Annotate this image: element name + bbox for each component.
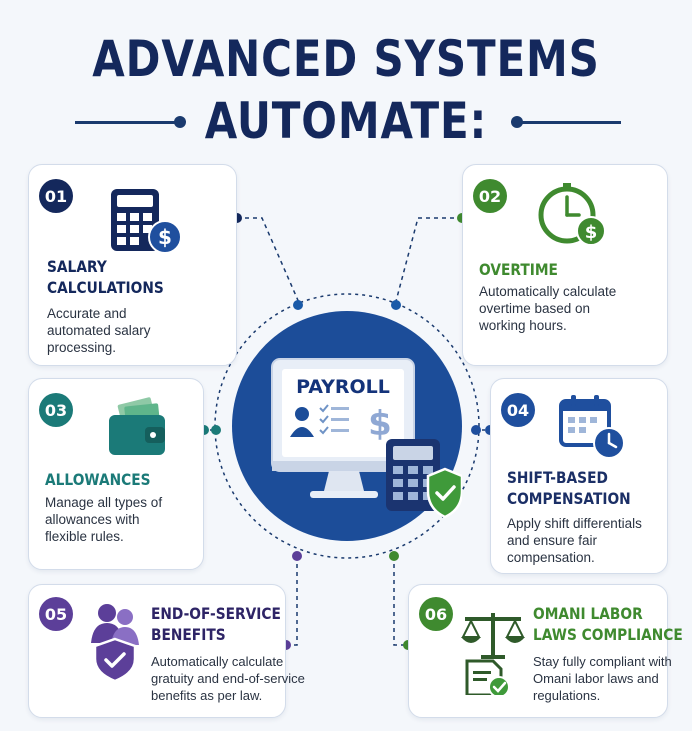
user-icon xyxy=(290,407,314,437)
calendar-clock-icon xyxy=(559,395,625,459)
card-desc-line: and ensure fair xyxy=(507,533,598,548)
card-title-line-2: BENEFITS xyxy=(151,625,226,644)
number-badge: 05 xyxy=(39,597,73,631)
payroll-illustration: PAYROLL $ xyxy=(271,358,462,519)
checklist-icon xyxy=(319,404,349,435)
card-desc-line: compensation. xyxy=(507,550,595,565)
card-desc-line: Omani labor laws and xyxy=(533,671,659,686)
card-desc-line: Automatically calculate xyxy=(479,284,617,299)
card-desc-line: working hours. xyxy=(479,318,567,333)
card-salary-calculations: 01 $ SALARY CALCULATIONS Accurate and au… xyxy=(28,164,237,366)
card-desc-line: allowances with xyxy=(45,512,140,527)
number-badge: 06 xyxy=(419,597,453,631)
scales-document-icon xyxy=(461,613,525,695)
wallet-icon xyxy=(109,397,165,455)
card-end-of-service-benefits: 05 END-OF-SERVICE BENEFITS Automatically… xyxy=(28,584,305,718)
card-omani-labor-laws-compliance: 06 OMANI LABOR LAWS COMPLIANCE Stay full… xyxy=(408,584,683,718)
title-decoration-right xyxy=(516,121,621,124)
calculator-dollar-icon: $ xyxy=(111,189,182,254)
card-title-line-1: END-OF-SERVICE xyxy=(151,604,281,623)
card-desc-line: Apply shift differentials xyxy=(507,516,642,531)
title-line-1: ADVANCED SYSTEMS xyxy=(92,30,600,88)
title-decoration-left xyxy=(75,121,180,124)
card-title-line-2: LAWS COMPLIANCE xyxy=(533,625,683,644)
card-overtime: 02 $ OVERTIME Automatically calculate ov… xyxy=(462,164,668,366)
card-desc-line: overtime based on xyxy=(479,301,591,316)
card-desc-line: Accurate and xyxy=(47,306,127,321)
card-desc-line: regulations. xyxy=(533,688,601,703)
card-title-line-2: CALCULATIONS xyxy=(47,278,164,297)
card-title-line-1: SHIFT-BASED xyxy=(507,468,608,487)
card-desc-line: flexible rules. xyxy=(45,529,124,544)
svg-text:$: $ xyxy=(585,222,598,243)
card-desc-line: processing. xyxy=(47,340,117,355)
card-title-line-2: COMPENSATION xyxy=(507,489,631,508)
card-title-line-1: OVERTIME xyxy=(479,260,558,279)
number-badge: 01 xyxy=(39,179,73,213)
title-decoration-right-dot xyxy=(511,116,523,128)
card-title-line-1: OMANI LABOR xyxy=(533,604,643,623)
card-title-line-1: SALARY xyxy=(47,257,107,276)
number-badge: 02 xyxy=(473,179,507,213)
card-desc-line: Automatically calculate xyxy=(151,654,284,669)
title-line-2: AUTOMATE: xyxy=(204,92,488,150)
number-badge: 03 xyxy=(39,393,73,427)
number-badge: 04 xyxy=(501,393,535,427)
dollar-icon: $ xyxy=(368,404,392,444)
card-desc-line: automated salary xyxy=(47,323,151,338)
card-title-line-1: ALLOWANCES xyxy=(45,470,151,489)
card-allowances: 03 ALLOWANCES Manage all types of allowa… xyxy=(28,378,204,570)
card-desc-line: gratuity and end-of-service xyxy=(151,671,305,686)
title-decoration-left-dot xyxy=(174,116,186,128)
users-shield-icon xyxy=(91,604,139,681)
monitor-icon xyxy=(271,358,415,498)
card-desc-line: Manage all types of xyxy=(45,495,163,510)
shield-check-icon xyxy=(426,467,462,519)
card-desc-line: Stay fully compliant with xyxy=(533,654,672,669)
svg-text:$: $ xyxy=(158,225,172,249)
clock-dollar-icon: $ xyxy=(538,183,606,246)
card-desc-line: benefits as per law. xyxy=(151,688,263,703)
card-shift-based-compensation: 04 SHIFT-BASED COMPENSATION Apply shift … xyxy=(490,378,668,574)
payroll-label: PAYROLL xyxy=(296,376,390,398)
